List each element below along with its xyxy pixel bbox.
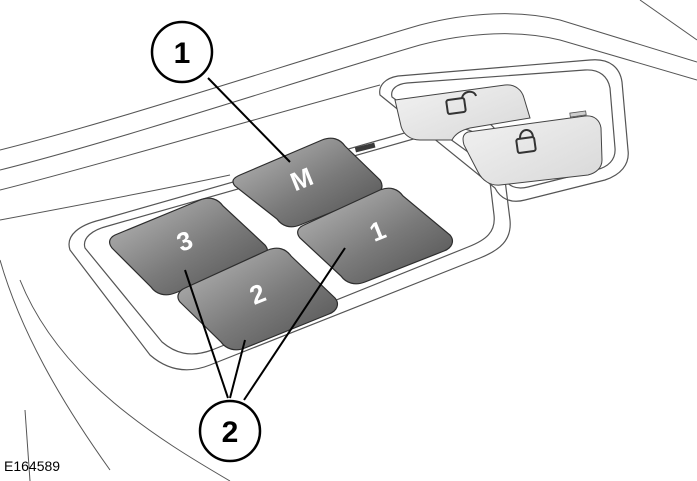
lock-button[interactable] (462, 115, 603, 186)
memory-indicator-light (354, 142, 376, 153)
unlock-icon (445, 90, 477, 115)
callout-2: 2 (198, 399, 262, 463)
lock-indicator-light (569, 110, 587, 118)
unlock-button[interactable] (394, 84, 531, 141)
callout-1-label: 1 (174, 37, 191, 70)
memory-switch-panel (68, 116, 511, 371)
figure-code: E164589 (4, 458, 60, 474)
memory-button[interactable]: M (232, 137, 383, 228)
callout-2-label: 2 (222, 416, 239, 449)
callout-1: 1 (150, 20, 214, 84)
lock-icon (515, 129, 537, 154)
leader-lines (184, 77, 346, 401)
lock-switch-panel (379, 59, 629, 202)
preset-2-button[interactable]: 2 (177, 247, 339, 351)
